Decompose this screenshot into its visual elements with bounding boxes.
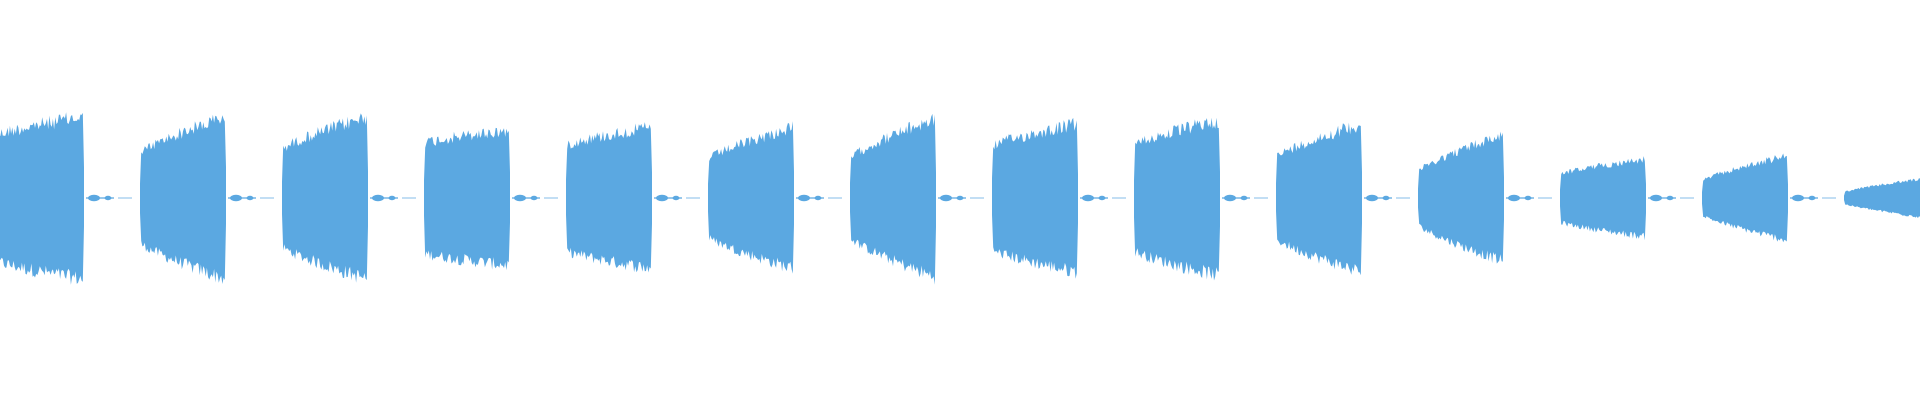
waveform-burst xyxy=(850,113,936,285)
waveform-burst xyxy=(0,112,84,285)
waveform-burst xyxy=(140,114,226,284)
waveform-burst xyxy=(992,117,1078,279)
waveform-burst xyxy=(1844,178,1920,219)
waveform-burst xyxy=(282,113,368,283)
waveform-burst xyxy=(1134,117,1220,281)
waveform-burst xyxy=(1560,156,1646,241)
waveform-burst xyxy=(1418,131,1504,264)
waveform-burst xyxy=(1702,153,1788,243)
waveform-burst xyxy=(1276,122,1362,276)
waveform-burst xyxy=(708,121,794,274)
waveform-burst xyxy=(566,122,652,273)
waveform-burst xyxy=(424,127,510,271)
